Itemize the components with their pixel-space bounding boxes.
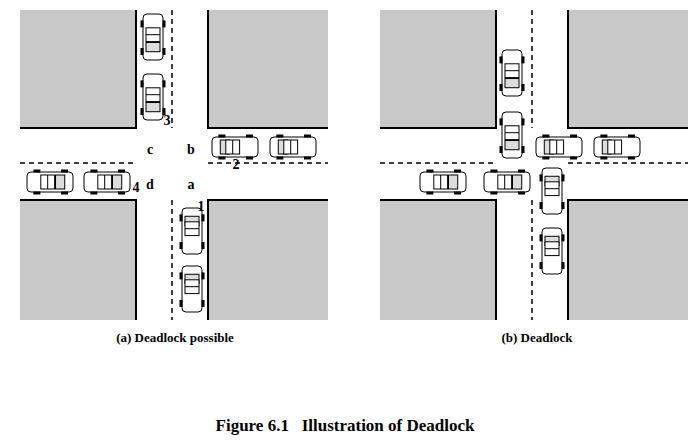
callout-number: 1 [198,200,205,214]
car [180,266,204,312]
car [500,112,524,158]
car [594,135,640,159]
car [270,135,316,159]
cars [27,14,640,312]
quadrant-letter: d [146,178,154,192]
car [27,170,73,194]
lane-dividers [20,10,688,320]
callout-number: 3 [164,114,171,128]
quadrant-letter: a [188,178,195,192]
callout-number: 2 [233,158,240,172]
curbs [20,10,688,320]
panel-caption: (b) Deadlock [501,331,572,344]
quadrant-letter: b [187,143,195,157]
car [484,170,530,194]
car [212,135,258,159]
car [540,168,564,214]
quadrant-letter: c [147,143,153,157]
figure-caption: Figure 6.1 Illustration of Deadlock [216,417,475,434]
car [141,14,165,60]
car [84,170,130,194]
car [141,74,165,120]
car [500,50,524,96]
panel-caption: (a) Deadlock possible [116,331,234,344]
city-blocks [20,10,688,320]
car [540,228,564,274]
car [536,135,582,159]
car [420,170,466,194]
callout-number: 4 [133,181,140,195]
car [180,208,204,254]
